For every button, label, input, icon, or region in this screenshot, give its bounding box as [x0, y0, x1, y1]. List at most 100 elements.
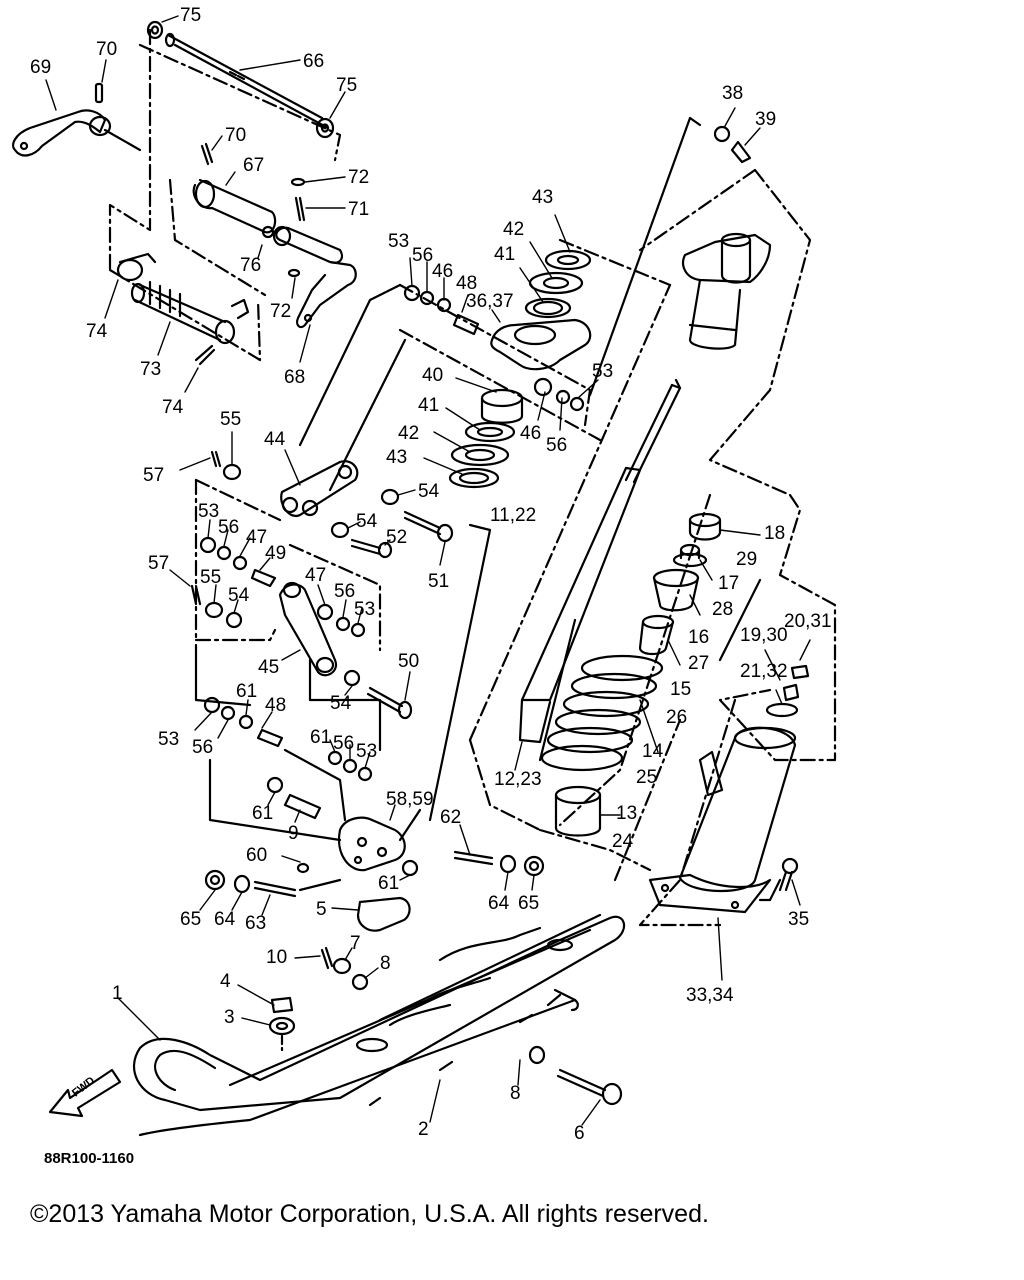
callout-57: 57 — [143, 465, 165, 486]
callout-11-22: 11,22 — [490, 505, 537, 526]
part-5-block — [356, 896, 411, 932]
copyright-notice: ©2013 Yamaha Motor Corporation, U.S.A. A… — [30, 1200, 709, 1228]
part-67-shaft — [192, 178, 277, 234]
part-60-pin — [296, 862, 310, 874]
callout-41: 41 — [494, 244, 516, 265]
part-50-bolt — [343, 669, 413, 720]
part-72-pin-a — [290, 177, 306, 187]
callout-5: 5 — [316, 899, 327, 920]
callout-56: 56 — [333, 733, 355, 754]
callout-72: 72 — [270, 301, 292, 322]
part-14-spring — [540, 654, 664, 772]
callout-56: 56 — [334, 581, 356, 602]
part-35-screw — [778, 857, 799, 892]
callout-7: 7 — [350, 933, 361, 954]
callout-36-37: 36,37 — [466, 291, 514, 312]
callout-73: 73 — [140, 359, 162, 380]
part-38-39-fasteners — [713, 125, 752, 164]
callout-16: 16 — [688, 627, 710, 648]
callout-9: 9 — [288, 823, 299, 844]
callout-3: 3 — [224, 1007, 235, 1028]
callout-1: 1 — [112, 983, 123, 1004]
callout-58-59: 58,59 — [386, 789, 434, 810]
callout-56: 56 — [546, 435, 568, 456]
callout-54: 54 — [356, 511, 378, 532]
part-1-ski — [132, 913, 626, 1112]
figure-code: 88R100-1160 — [44, 1150, 135, 1167]
callout-54: 54 — [418, 481, 440, 502]
callout-48: 48 — [265, 695, 287, 716]
part-13-spring-seat — [554, 785, 602, 837]
shock-rod — [518, 378, 682, 744]
part-75-nut-top — [146, 20, 164, 40]
part-66-shaft — [164, 32, 330, 130]
callout-45: 45 — [258, 657, 280, 678]
callout-54: 54 — [330, 693, 352, 714]
washer-stack-upper — [524, 249, 592, 319]
callout-12-23: 12,23 — [494, 769, 542, 790]
callout-2: 2 — [418, 1119, 429, 1140]
callout-15: 15 — [670, 679, 692, 700]
part-70-pin-b — [200, 142, 214, 166]
part-45-arm — [278, 581, 366, 677]
part-70-pin-a — [94, 82, 104, 104]
callout-44: 44 — [264, 429, 286, 450]
part-19-21-washers — [765, 664, 810, 718]
part-75-nut-bottom — [315, 117, 335, 139]
callout-69: 69 — [30, 57, 52, 78]
callout-68: 68 — [284, 367, 306, 388]
callout-63: 63 — [245, 913, 267, 934]
part-9-pin — [266, 776, 322, 820]
callout-20-31: 20,31 — [784, 611, 832, 632]
shock-upper-mount — [682, 232, 772, 350]
callout-28: 28 — [712, 599, 734, 620]
callout-24: 24 — [612, 831, 634, 852]
callout-52: 52 — [386, 527, 408, 548]
callout-46: 46 — [432, 261, 454, 282]
part-44-link-plate — [280, 460, 359, 518]
callout-43: 43 — [532, 187, 554, 208]
callout-53: 53 — [158, 729, 180, 750]
shock-frame-lines — [468, 116, 837, 927]
callout-35: 35 — [788, 909, 810, 930]
callout-61: 61 — [252, 803, 274, 824]
callout-53: 53 — [354, 599, 376, 620]
callout-42: 42 — [398, 423, 420, 444]
part-71-spring — [294, 196, 306, 222]
part-17-collar — [672, 543, 708, 568]
callout-53: 53 — [592, 361, 614, 382]
callout-39: 39 — [755, 109, 777, 130]
part-18-cap — [688, 512, 722, 541]
callout-67: 67 — [243, 155, 265, 176]
callout-18: 18 — [764, 523, 786, 544]
callout-48: 48 — [456, 273, 478, 294]
part-74-screw — [194, 344, 216, 366]
parts-exploded-diagram — [12, 15, 837, 1137]
callout-49: 49 — [265, 543, 287, 564]
fwd-arrow — [48, 1068, 122, 1118]
callout-33-34: 33,34 — [686, 985, 734, 1006]
callout-56: 56 — [218, 517, 240, 538]
part-7-8-10-fasteners — [320, 946, 369, 991]
callout-61: 61 — [236, 681, 258, 702]
callout-74: 74 — [162, 397, 184, 418]
part-58-59-bracket — [337, 816, 406, 872]
shock-body — [648, 726, 797, 914]
mid-frame-lines — [194, 283, 602, 842]
part-72-pin-b — [287, 268, 301, 278]
part-3-4-nut-washer — [268, 996, 296, 1052]
callout-62: 62 — [440, 807, 462, 828]
part-6-8-bolt-bottom — [528, 1045, 623, 1106]
part-68-lever — [272, 225, 357, 329]
callout-65: 65 — [180, 909, 202, 930]
part-69-lever — [12, 109, 112, 157]
callout-66: 66 — [303, 51, 325, 72]
callout-70: 70 — [96, 39, 118, 60]
callout-74: 74 — [86, 321, 108, 342]
callout-61: 61 — [378, 873, 400, 894]
callout-6: 6 — [574, 1123, 585, 1144]
part-63-64-65-bolt-left — [204, 869, 342, 898]
callout-75: 75 — [336, 75, 358, 96]
part-15-bumper — [638, 614, 675, 656]
bolt-group-mid — [330, 488, 454, 559]
